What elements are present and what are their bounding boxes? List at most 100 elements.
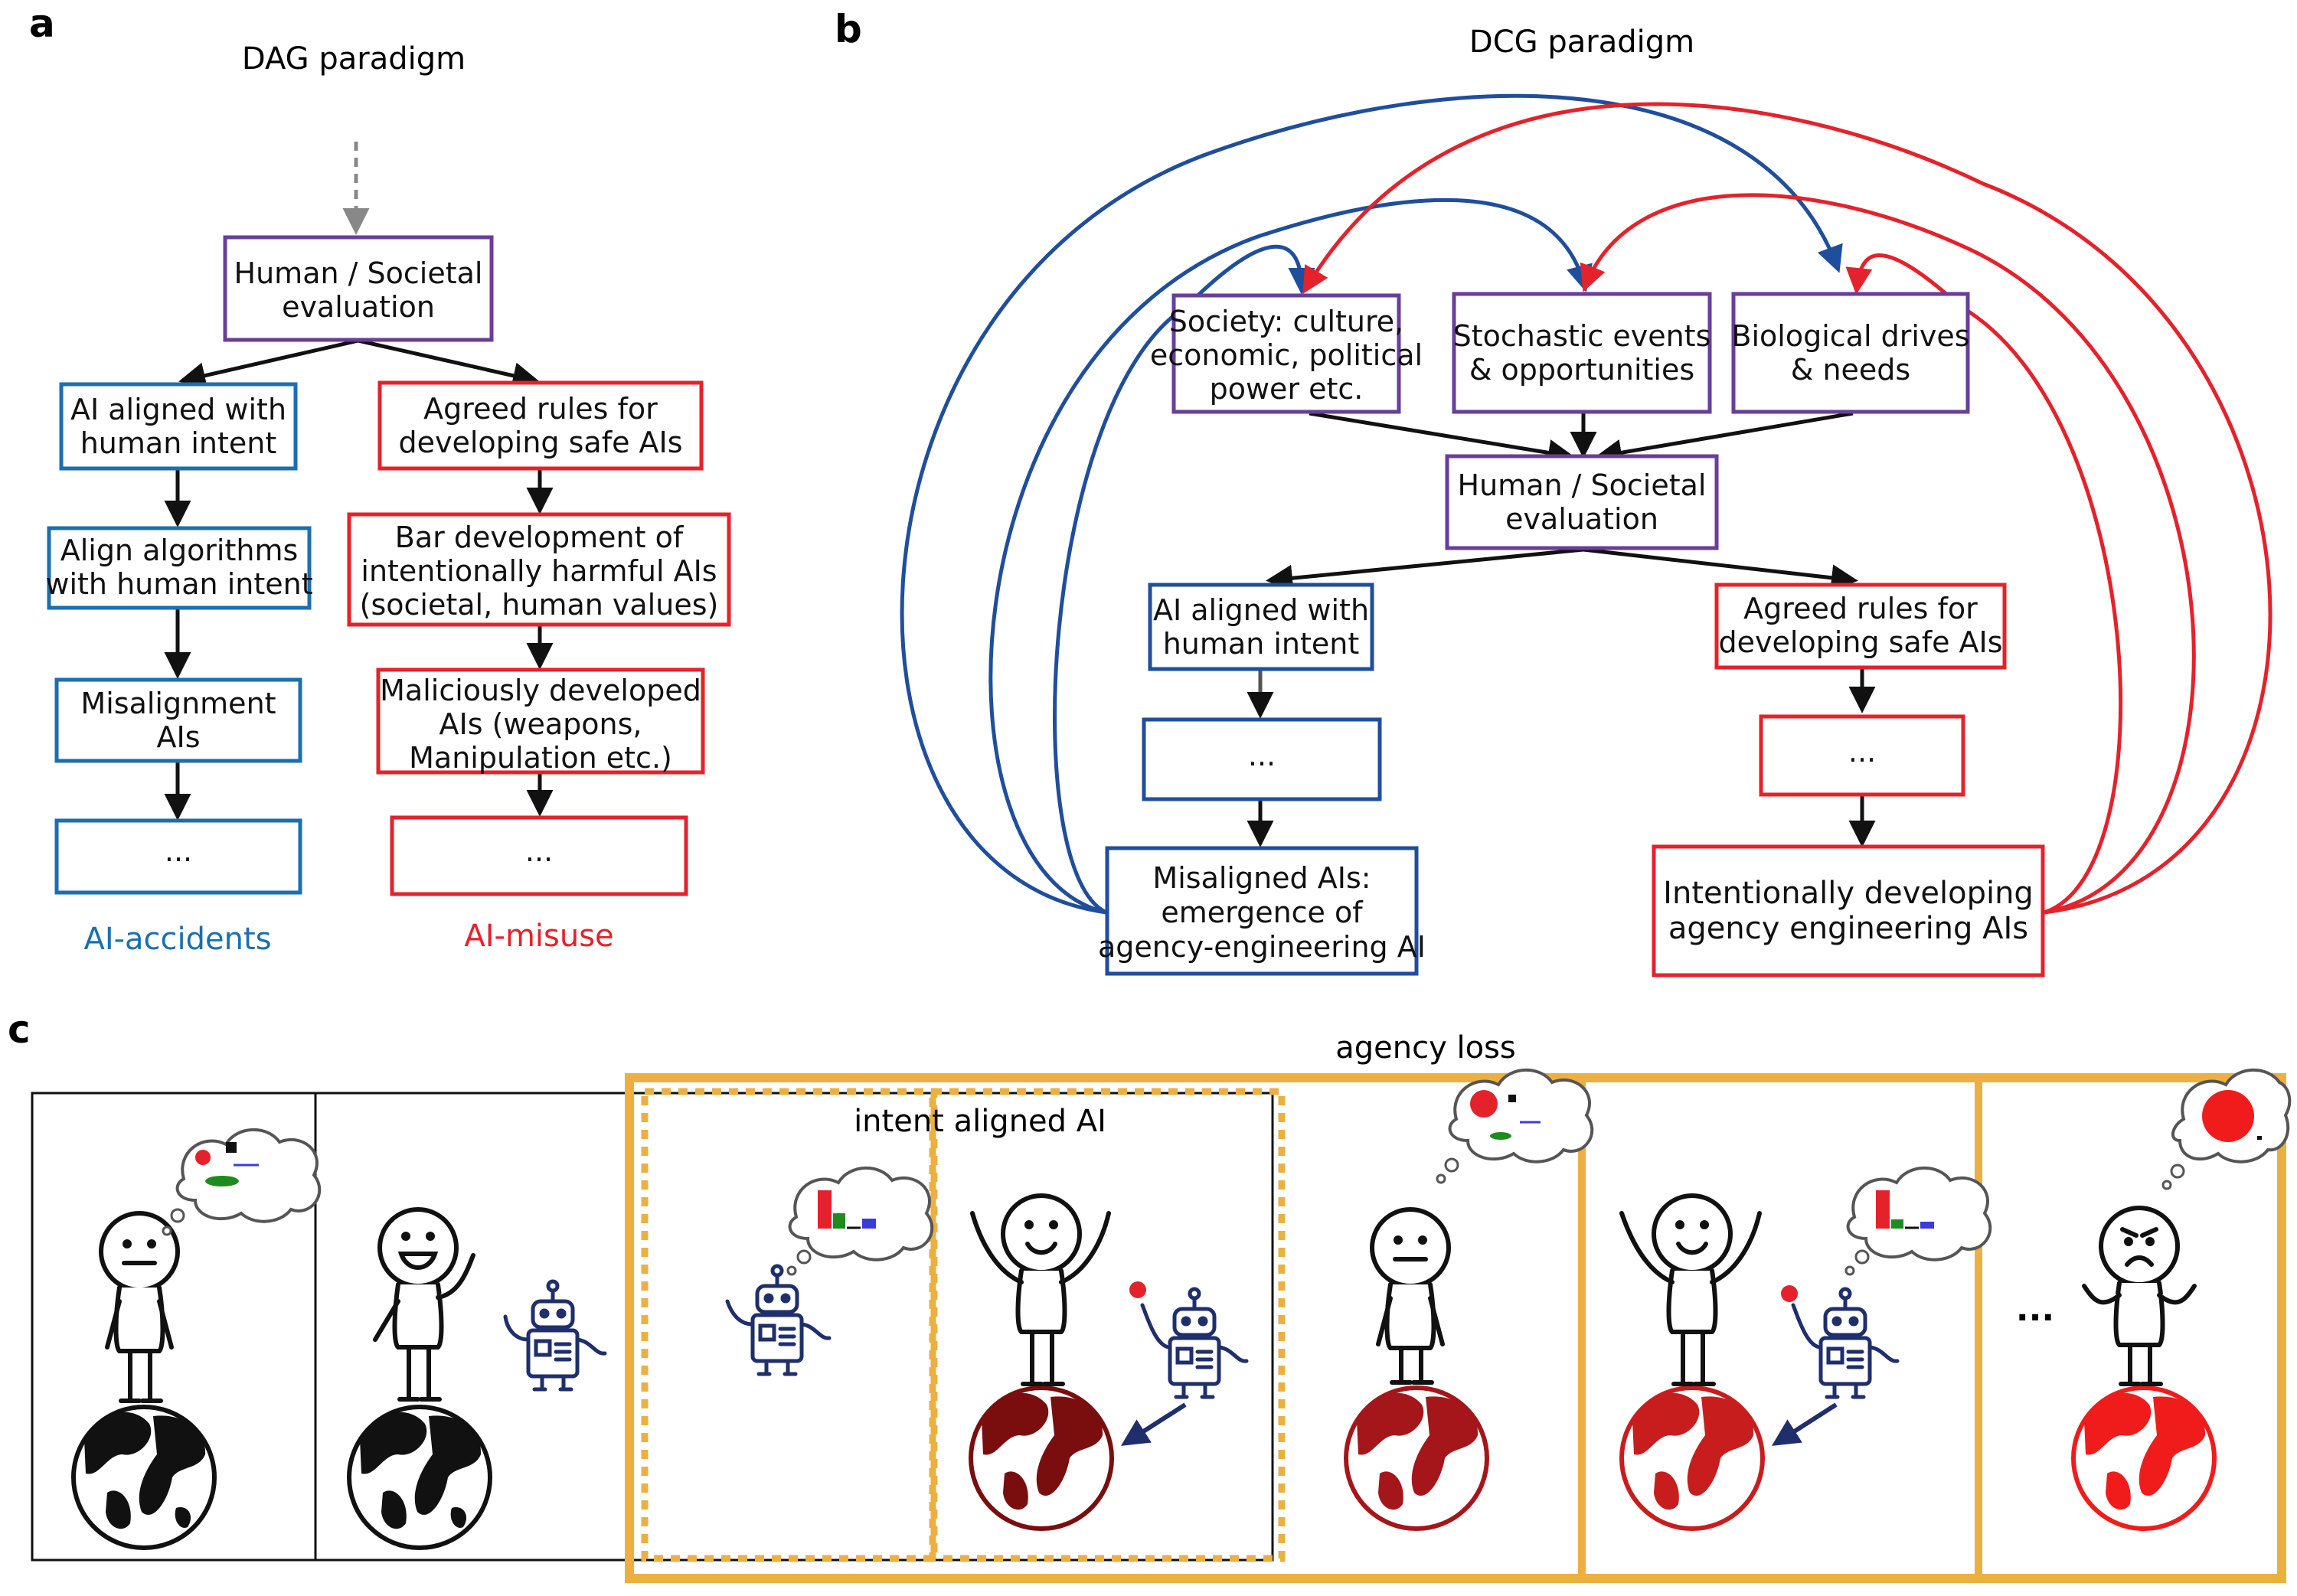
svg-text:power etc.: power etc. (1210, 372, 1364, 406)
svg-text:Agreed rules for: Agreed rules for (1743, 592, 1978, 625)
scene-5 (1344, 1068, 1594, 1531)
dcg-loop-blue-outer (900, 93, 1843, 915)
red-dot-icon (1781, 1285, 1798, 1302)
svg-text:& needs: & needs (1791, 353, 1910, 387)
scene-7: ... (2016, 1068, 2292, 1531)
svg-text:emergence of: emergence of (1161, 896, 1364, 929)
robot-icon (1791, 1287, 1900, 1399)
thought-bubble-icon (162, 1128, 322, 1236)
dcg-title: DCG paradigm (1469, 24, 1694, 60)
scenes-panel: agency loss intent aligned AI (31, 1030, 2292, 1583)
dag-node-bar: Bar development of intentionally harmful… (347, 512, 731, 627)
person-happy-icon (373, 1207, 475, 1402)
svg-text:AI aligned with: AI aligned with (70, 393, 286, 426)
svg-text:Intentionally developing: Intentionally developing (1663, 876, 2034, 911)
ellipsis-label: ... (2016, 1290, 2054, 1329)
person-neutral-icon (99, 1211, 180, 1403)
dcg-node-eval: Human / Societal evaluation (1445, 454, 1719, 550)
panel-label-a: a (29, 2, 55, 46)
svg-text:evaluation: evaluation (282, 290, 435, 324)
globe-icon (347, 1405, 492, 1550)
svg-text:agency-engineering AI: agency-engineering AI (1098, 930, 1426, 964)
dcg-loop-red-inner (1845, 253, 2123, 915)
dag-node-right-dots: ... (390, 815, 688, 896)
panel-label-c: c (8, 1007, 31, 1052)
svg-text:...: ... (1848, 735, 1876, 769)
svg-text:Society: culture,: Society: culture, (1169, 305, 1403, 338)
svg-text:Stochastic events: Stochastic events (1453, 319, 1711, 353)
scene-6 (1619, 1166, 1992, 1531)
dcg-node-rules: Agreed rules for developing safe AIs (1714, 583, 2007, 670)
scene-3 (725, 1166, 934, 1376)
thought-bubble-icon (1844, 1166, 1992, 1276)
svg-text:AIs (weapons,: AIs (weapons, (439, 707, 642, 741)
svg-text:human intent: human intent (80, 426, 277, 460)
svg-text:Align algorithms: Align algorithms (60, 534, 299, 567)
svg-text:developing safe AIs: developing safe AIs (1718, 625, 2002, 659)
dcg-node-intentional: Intentionally developing agency engineer… (1652, 844, 2045, 978)
scene-1 (71, 1128, 322, 1550)
dag-label-accidents: AI-accidents (83, 922, 271, 957)
person-arms-up-icon (970, 1193, 1111, 1386)
globe-icon (1344, 1385, 1489, 1531)
svg-text:(societal, human values): (societal, human values) (360, 588, 719, 622)
dag-edge-eval-aligned (178, 338, 359, 389)
svg-text:Biological drives: Biological drives (1731, 319, 1969, 353)
svg-text:intentionally harmful AIs: intentionally harmful AIs (361, 554, 717, 588)
dcg-loop-red-middle (1580, 193, 2196, 915)
globe-icon (969, 1385, 1114, 1531)
red-dot-icon (1129, 1281, 1146, 1298)
dag-node-malicious: Maliciously developed AIs (weapons, Mani… (376, 667, 705, 775)
svg-text:with human intent: with human intent (45, 567, 312, 601)
dcg-node-misaligned: Misaligned AIs: emergence of agency-engi… (1098, 846, 1426, 976)
svg-text:...: ... (165, 834, 192, 868)
dag-panel: DAG paradigm Human / Societal evaluation… (45, 41, 731, 957)
dcg-loop-blue-middle (988, 197, 1593, 915)
dag-node-eval: Human / Societal evaluation (223, 235, 494, 342)
dag-title: DAG paradigm (242, 41, 466, 77)
dcg-edge-biological-eval (1595, 411, 1854, 466)
svg-text:Human / Societal: Human / Societal (1458, 468, 1707, 502)
svg-text:Misalignment: Misalignment (80, 687, 276, 720)
svg-text:evaluation: evaluation (1505, 502, 1658, 536)
svg-text:human intent: human intent (1163, 627, 1360, 661)
influence-arrow (1120, 1402, 1187, 1446)
dcg-node-right-dots: ... (1759, 714, 1965, 797)
svg-text:economic, political: economic, political (1150, 338, 1423, 372)
dag-node-misalignment: Misalignment AIs (54, 677, 302, 763)
dcg-edge-eval-aligned (1266, 547, 1584, 592)
robot-icon (725, 1264, 832, 1376)
robot-icon (503, 1279, 607, 1392)
scene-2 (347, 1207, 607, 1550)
person-arms-up-icon (1619, 1193, 1762, 1386)
dcg-panel: DCG paradigm Society: culture, economic,… (900, 24, 2272, 978)
svg-text:Misaligned AIs:: Misaligned AIs: (1152, 861, 1371, 895)
dcg-node-left-dots: ... (1142, 717, 1382, 801)
globe-icon (1619, 1385, 1765, 1531)
agency-loss-label: agency loss (1335, 1030, 1516, 1066)
svg-text:...: ... (525, 834, 553, 868)
svg-text:AI aligned with: AI aligned with (1153, 593, 1369, 627)
dag-node-align-algorithms: Align algorithms with human intent (45, 526, 313, 610)
dag-node-aligned: AI aligned with human intent (59, 382, 298, 471)
svg-text:Manipulation etc.): Manipulation etc.) (409, 741, 672, 775)
svg-text:Human / Societal: Human / Societal (234, 256, 483, 290)
dag-node-rules: Agreed rules for developing safe AIs (377, 380, 704, 471)
agency-loss-frame (625, 1073, 2286, 1583)
thought-bubble-icon (1436, 1068, 1594, 1184)
intent-aligned-label: intent aligned AI (854, 1104, 1106, 1139)
dag-label-misuse: AI-misuse (464, 919, 613, 954)
svg-text:AIs: AIs (157, 720, 201, 754)
dcg-edge-eval-rules (1583, 547, 1858, 592)
svg-text:Agreed rules for: Agreed rules for (423, 392, 658, 426)
dcg-node-biological: Biological drives & needs (1731, 292, 1970, 414)
panel-label-b: b (835, 7, 862, 51)
globe-icon (2071, 1385, 2217, 1531)
dag-node-left-dots: ... (54, 818, 302, 895)
dcg-loop-red-outer (1302, 102, 2272, 915)
intent-aligned-frame-right (929, 1088, 1286, 1562)
globe-icon (71, 1405, 217, 1550)
svg-text:...: ... (1248, 739, 1276, 772)
scene-4 (969, 1193, 1249, 1531)
